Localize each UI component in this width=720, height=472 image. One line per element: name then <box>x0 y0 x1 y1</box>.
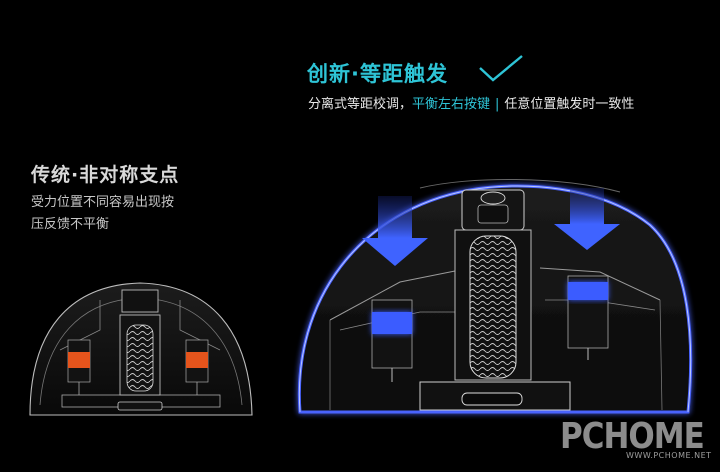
old-desc-line2: 压反馈不平衡 <box>31 217 110 232</box>
new-design-title: 创新·等距触发 <box>307 62 448 86</box>
desc-part1: 分离式等距校调， <box>308 97 413 112</box>
watermark-logo: PCHOME <box>560 416 705 458</box>
new-mouse <box>297 178 693 416</box>
down-arrow-icon <box>554 188 620 250</box>
old-desc-line1: 受力位置不同容易出现按 <box>31 195 175 210</box>
down-arrow-icon <box>362 196 428 266</box>
new-design-description: 分离式等距校调，平衡左右按键 | 任意位置触发时一致性 <box>308 93 634 112</box>
desc-part2: 任意位置触发时一致性 <box>504 97 635 112</box>
old-design-description: 受力位置不同容易出现按 压反馈不平衡 <box>31 192 231 236</box>
traditional-mouse <box>29 282 253 416</box>
check-mark-icon <box>479 55 523 82</box>
old-design-title: 传统·非对称支点 <box>31 164 180 186</box>
watermark-url: WWW.PCHOME.NET <box>626 451 712 460</box>
desc-highlight: 平衡左右按键 <box>412 97 491 112</box>
desc-separator: | <box>495 97 500 112</box>
